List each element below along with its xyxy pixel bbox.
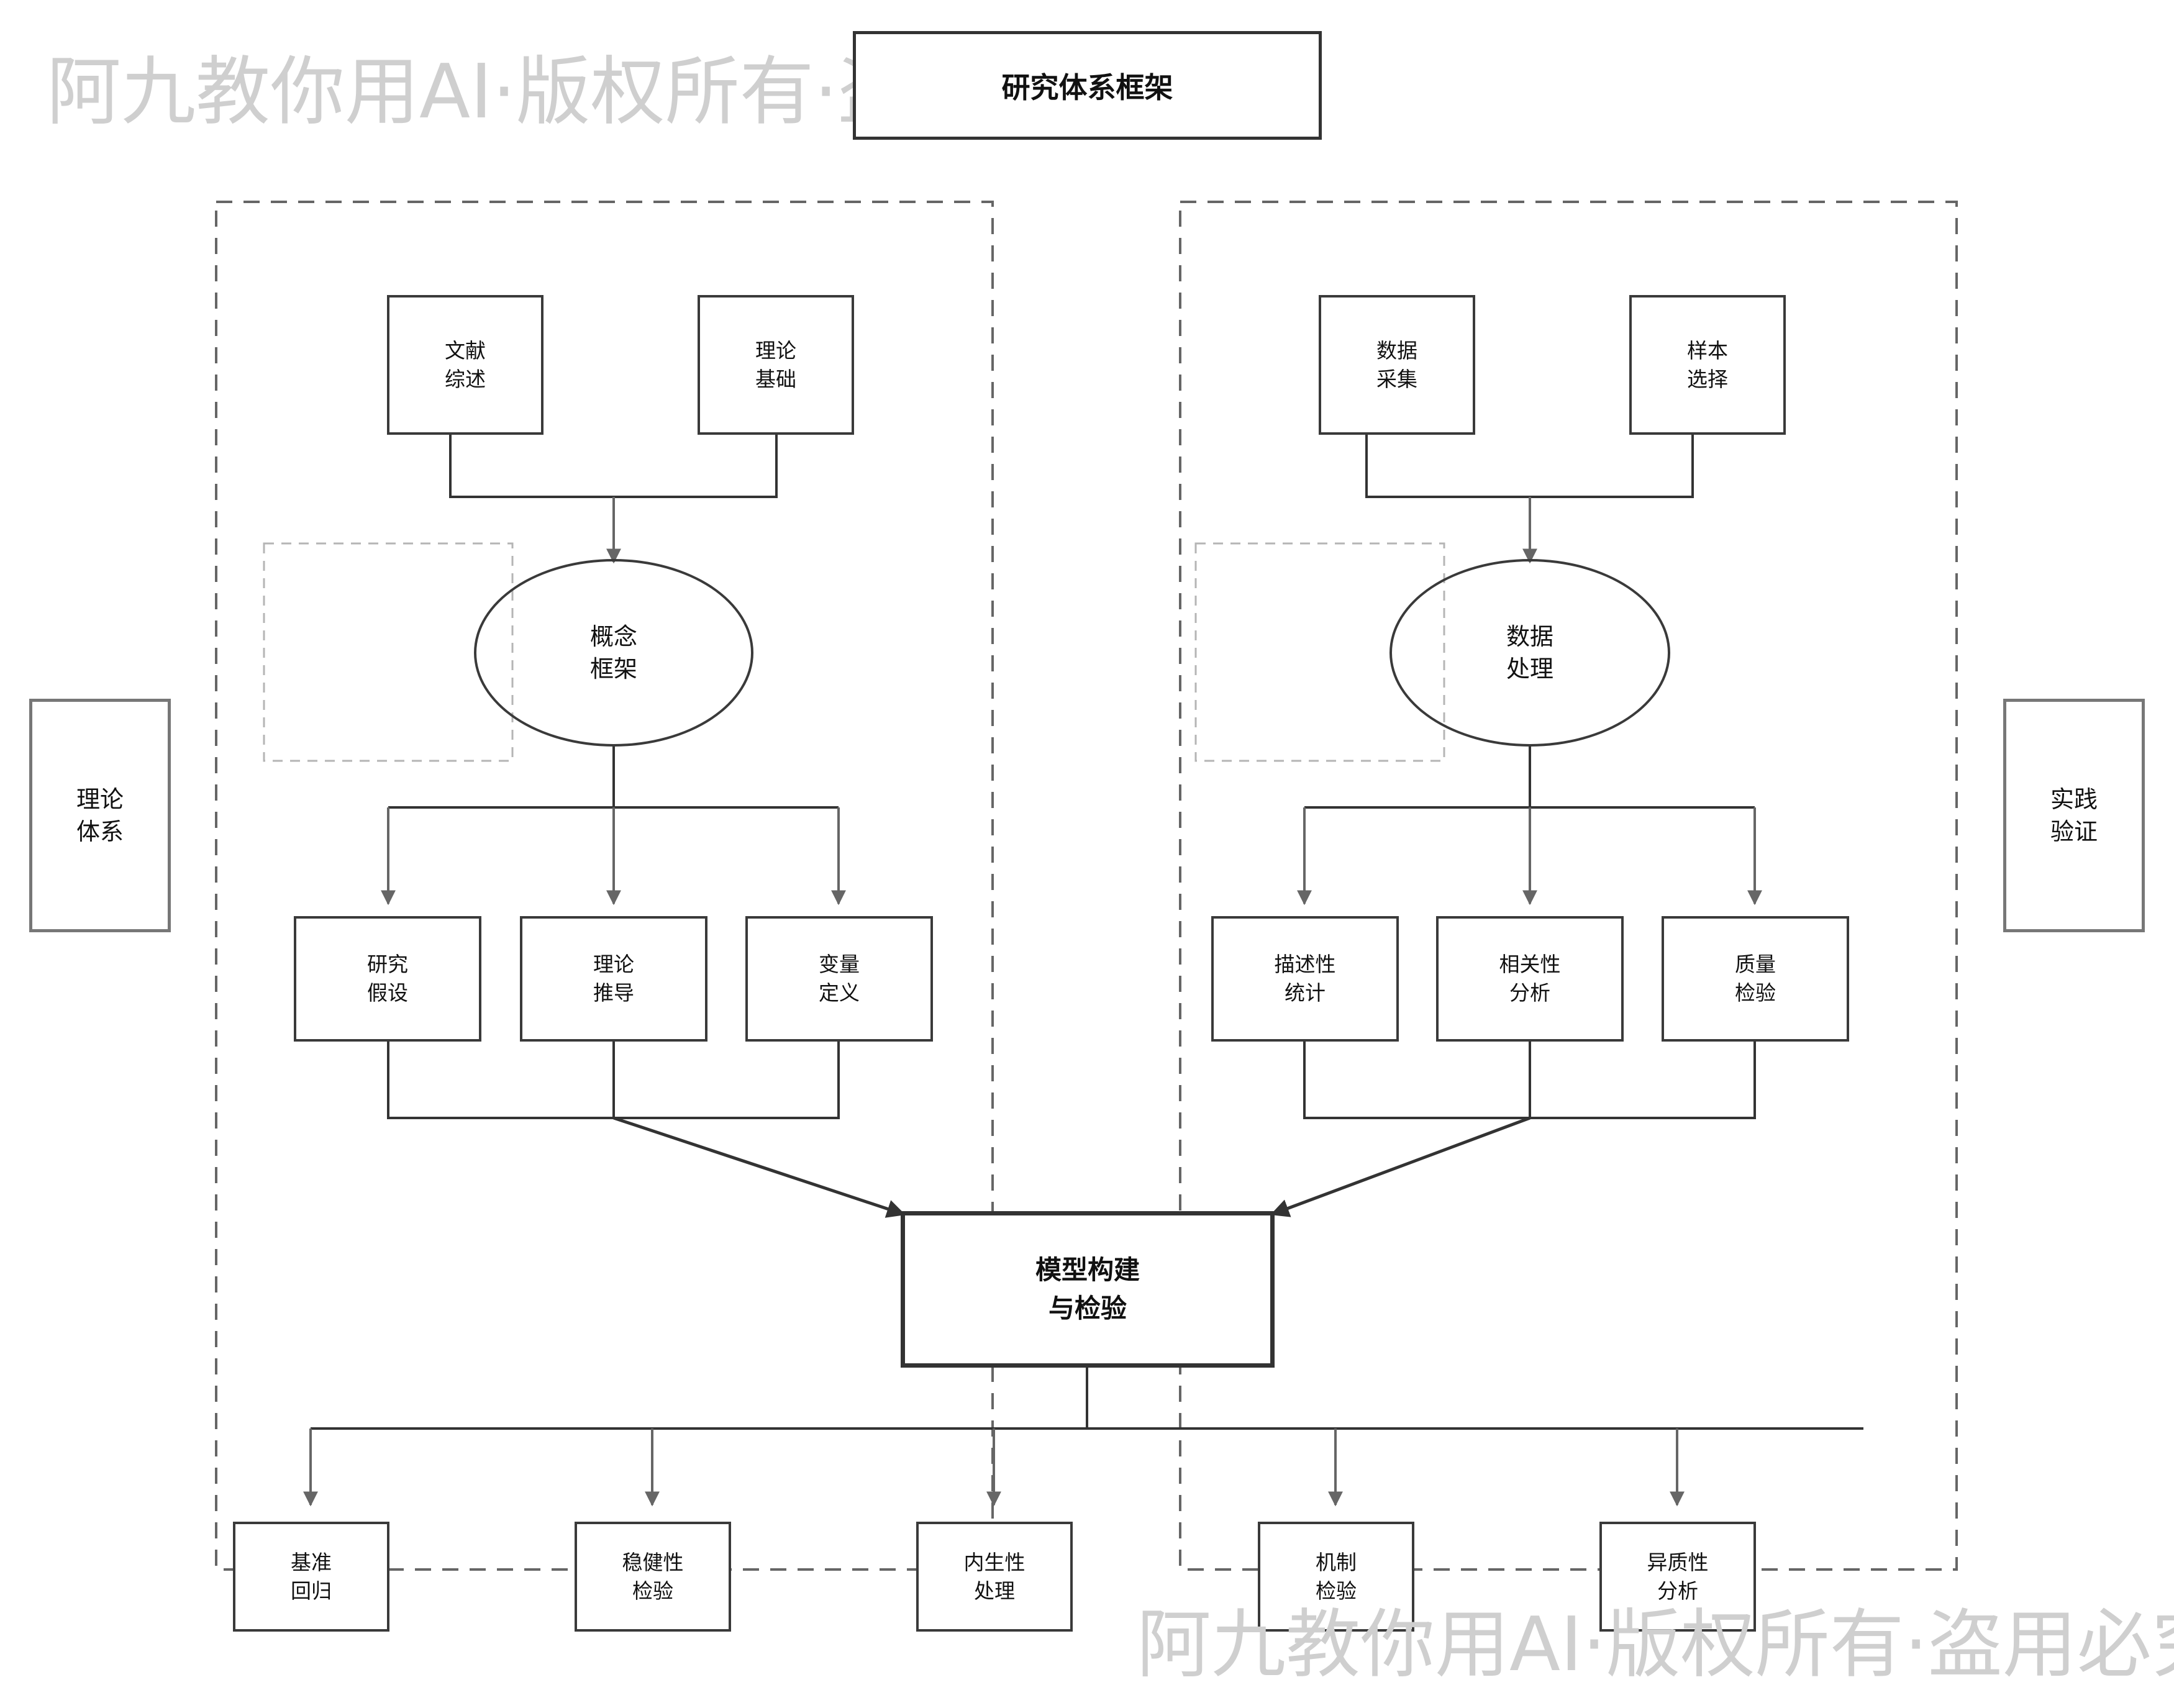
node-data-processing: 数据 处理 xyxy=(1389,559,1670,747)
node-heterogeneity-analysis: 异质性 分析 xyxy=(1599,1522,1756,1632)
node-theory-basis: 理论 基础 xyxy=(698,295,854,435)
node-descriptive-statistics: 描述性 统计 xyxy=(1211,916,1399,1042)
right-group-container xyxy=(1179,201,1958,1571)
watermark-bottom: 阿九教你用AI·版权所有·盗用必究 xyxy=(1137,1602,2174,1688)
connector-right-inputs xyxy=(1365,435,1694,498)
node-variable-definition: 变量 定义 xyxy=(745,916,933,1042)
connector-left-merge xyxy=(387,1042,840,1119)
diagram-title: 研究体系框架 xyxy=(853,31,1322,140)
node-sample-selection: 样本 选择 xyxy=(1629,295,1786,435)
left-group-container xyxy=(215,201,994,1571)
node-endogeneity-handling: 内生性 处理 xyxy=(916,1522,1073,1632)
side-label-practice: 实践 验证 xyxy=(2003,699,2145,932)
node-data-collection: 数据 采集 xyxy=(1319,295,1475,435)
connector-right-branch-trunk xyxy=(1304,747,1755,809)
connector-right-to-core xyxy=(1270,1116,1530,1217)
node-concept-framework: 概念 框架 xyxy=(474,559,753,747)
node-robustness-test: 稳健性 检验 xyxy=(575,1522,731,1632)
node-research-hypothesis: 研究 假设 xyxy=(294,916,481,1042)
node-baseline-regression: 基准 回归 xyxy=(233,1522,389,1632)
side-label-theory: 理论 体系 xyxy=(29,699,171,932)
connector-left-to-core xyxy=(613,1116,906,1218)
node-correlation-analysis: 相关性 分析 xyxy=(1436,916,1624,1042)
node-literature-review: 文献 综述 xyxy=(387,295,544,435)
node-theory-derivation: 理论 推导 xyxy=(520,916,707,1042)
node-mechanism-test: 机制 检验 xyxy=(1258,1522,1414,1632)
node-model-building: 模型构建 与检验 xyxy=(901,1211,1275,1368)
node-quality-check: 质量 检验 xyxy=(1662,916,1849,1042)
connector-left-branch-trunk xyxy=(388,747,839,809)
connector-left-inputs xyxy=(449,435,778,498)
connector-right-merge xyxy=(1303,1042,1756,1119)
